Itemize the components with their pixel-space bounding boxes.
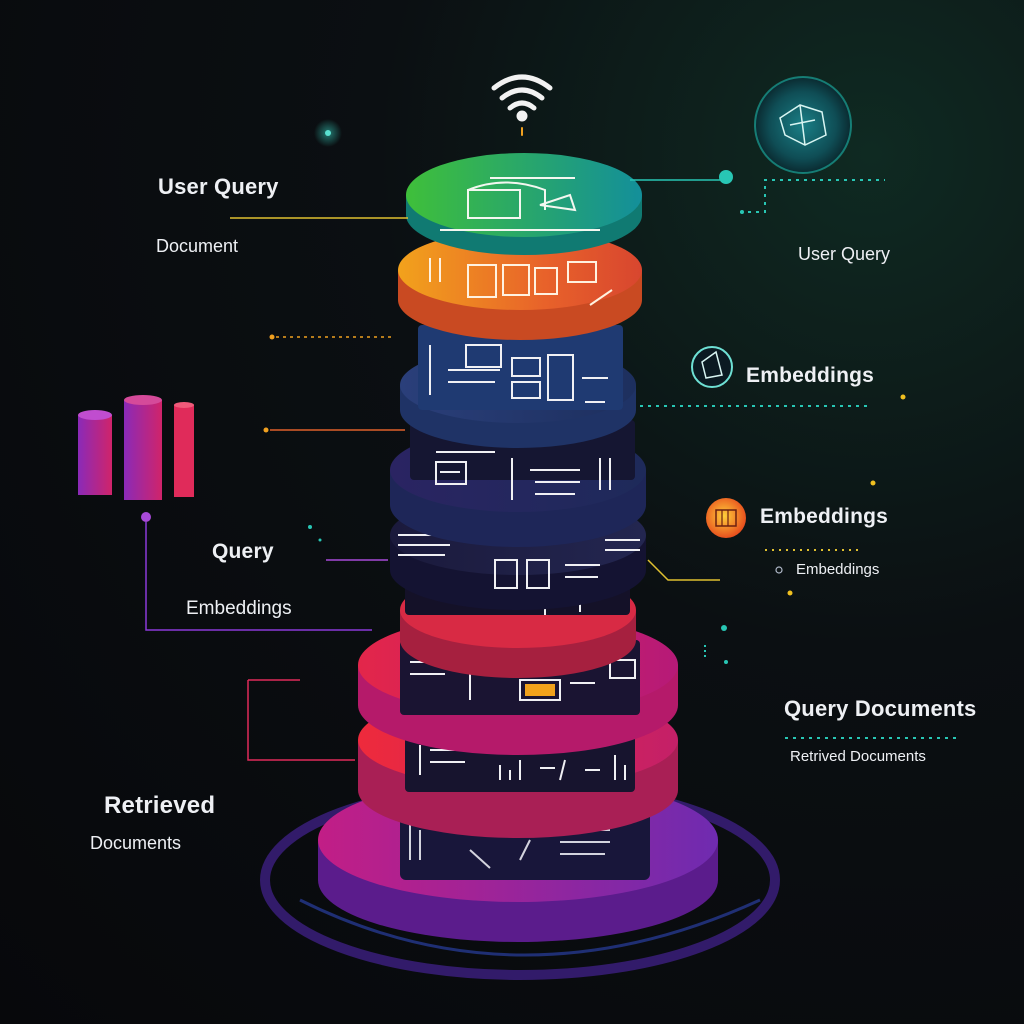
left-connectors <box>145 217 408 761</box>
right-connectors <box>630 179 960 739</box>
label-query-documents-right: Query Documents <box>784 696 977 721</box>
label-user-query-left: User Query <box>158 174 279 199</box>
label-retrieved-left: Retrieved <box>104 792 216 819</box>
label-documents-left: Documents <box>90 833 182 853</box>
label-embeddings-right-2: Embeddings <box>760 505 889 528</box>
label-query-left: Query <box>212 540 274 563</box>
label-document-left: Document <box>156 236 239 256</box>
label-embeddings-left: Embeddings <box>186 598 292 619</box>
tier-navy <box>400 325 636 448</box>
label-embeddings-right-3: Embeddings <box>796 561 880 578</box>
document-icon <box>706 498 746 538</box>
wifi-icon <box>491 74 553 136</box>
label-embeddings-right-1: Embeddings <box>746 364 875 387</box>
tower <box>318 153 718 942</box>
label-retrieved-documents-right: Retrived Documents <box>790 748 926 765</box>
embedding-icon <box>691 346 733 388</box>
tier-top <box>406 153 642 255</box>
bar-chart-icon <box>78 395 194 522</box>
label-user-query-right: User Query <box>798 244 891 264</box>
network-globe-icon <box>754 76 852 174</box>
